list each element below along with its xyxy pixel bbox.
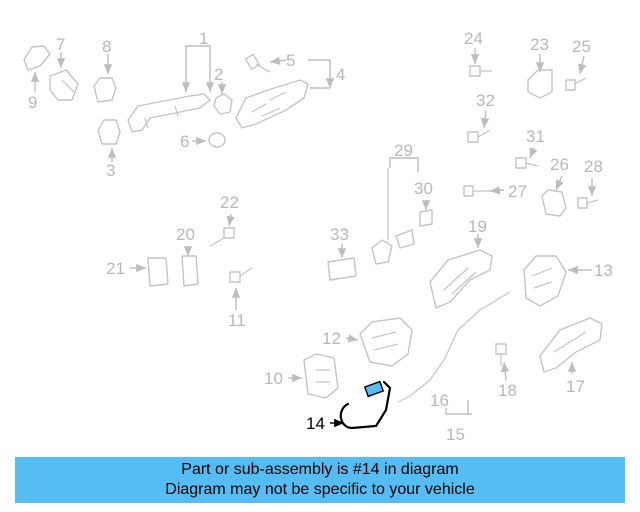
cable-part-15 [397,291,511,403]
label-27: 27 [508,182,527,201]
label-7: 7 [56,35,65,54]
bolt-part-22 [209,227,235,247]
inside-handle-part-19 [429,249,493,309]
oring-part-6 [208,132,226,148]
bolt-part-31 [515,157,539,169]
bolt-part-24 [469,65,492,77]
bolt-part-11 [229,267,253,283]
screw-part-28 [577,197,599,209]
label-20: 20 [176,225,195,244]
leader-lines [30,45,597,428]
label-6: 6 [180,132,189,151]
inside-handle-part-17 [539,317,603,373]
key-cylinder-part [23,45,79,101]
label-25: 25 [572,37,591,56]
label-19: 19 [468,217,487,236]
latch-part-12 [359,317,413,367]
bracket-part-26 [541,189,567,217]
label-16: 16 [430,391,449,410]
handle-frame-part [235,79,309,129]
linkage-part-29 [371,168,415,265]
label-12: 12 [322,329,341,348]
label-2: 2 [214,65,223,84]
label-4: 4 [336,65,345,84]
cap-part-8 [93,77,117,103]
parts-diagram: 1 2 3 4 5 6 7 8 9 10 11 12 13 14 15 16 1… [23,29,613,444]
label-22: 22 [220,193,239,212]
info-banner: Part or sub-assembly is #14 in diagram D… [15,457,625,503]
hinge-part-21 [147,257,169,287]
screw-part-25 [565,77,587,91]
label-21: 21 [106,259,125,278]
screw-part-5 [244,53,271,73]
label-8: 8 [102,37,111,56]
label-32: 32 [476,91,495,110]
label-1: 1 [199,29,208,48]
bracket-part-23 [527,69,553,99]
label-11: 11 [228,311,246,330]
label-30: 30 [414,179,433,198]
highlighted-part-14 [339,380,392,430]
clip-part-2 [213,93,233,115]
banner-line-2: Diagram may not be specific to your vehi… [165,481,475,498]
bolt-part-27 [463,185,490,197]
label-33: 33 [330,225,349,244]
clip-part-30 [419,209,433,227]
pad-part-33 [327,257,357,281]
banner-line-1: Part or sub-assembly is #14 in diagram [181,461,459,478]
label-3: 3 [106,161,115,180]
label-24: 24 [464,29,483,48]
label-15: 15 [446,425,465,444]
bolt-part-32 [467,129,491,143]
label-28: 28 [584,157,603,176]
label-14: 14 [306,414,325,433]
hinge-part-20 [181,255,199,287]
latch-part-10 [303,353,339,399]
label-17: 17 [566,377,585,396]
label-13: 13 [594,261,613,280]
label-29: 29 [394,141,413,160]
label-5: 5 [286,51,295,70]
actuator-part-13 [523,255,567,307]
label-18: 18 [498,381,517,400]
label-26: 26 [550,155,569,174]
gasket-part-3 [97,119,121,145]
label-9: 9 [28,93,37,112]
label-23: 23 [530,35,549,54]
outer-handle-part [127,93,211,133]
label-31: 31 [526,127,545,146]
label-10: 10 [264,369,283,388]
